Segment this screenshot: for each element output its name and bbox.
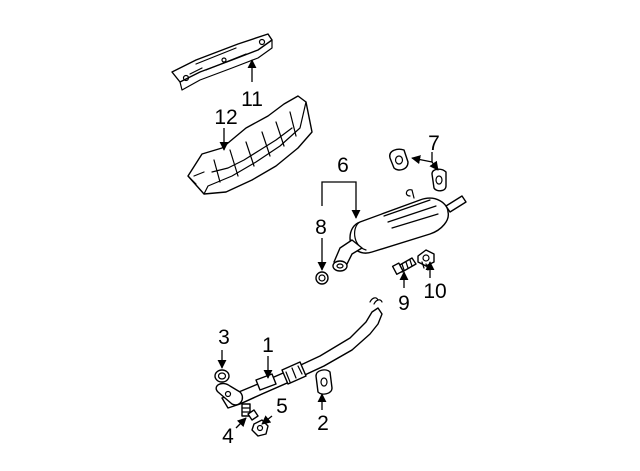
- upper-heat-shield: [171, 33, 273, 91]
- callout-8: 8: [315, 216, 327, 239]
- callout-labels: 11 12 7 6 8 9 10 1 2 3 4 5: [214, 88, 446, 448]
- callout-9: 9: [398, 292, 410, 315]
- leader-7b: [429, 160, 439, 171]
- callout-11: 11: [241, 88, 263, 111]
- callout-1: 1: [262, 334, 274, 357]
- leader-5: [261, 415, 273, 425]
- callout-3: 3: [218, 326, 230, 349]
- leader-4: [235, 417, 247, 429]
- callout-7: 7: [428, 132, 440, 155]
- callout-4: 4: [222, 425, 234, 448]
- muffler-hanger-right: [431, 168, 447, 192]
- callout-6: 6: [337, 154, 349, 177]
- pipe-hanger: [315, 369, 333, 395]
- lower-heat-shield: [187, 95, 313, 195]
- spring-nut: [417, 249, 435, 271]
- muffler-gasket: [315, 271, 329, 285]
- front-pipe-bolt: [241, 403, 251, 417]
- leader-lines: [217, 59, 439, 429]
- muffler-hanger-left: [389, 148, 409, 171]
- front-pipe-gasket: [214, 369, 230, 383]
- callout-2: 2: [317, 412, 329, 435]
- leader-6a: [321, 181, 342, 206]
- callout-10: 10: [423, 280, 446, 303]
- front-pipe-nut: [247, 409, 269, 437]
- front-exhaust-pipe: [215, 297, 383, 409]
- callout-5: 5: [276, 395, 288, 418]
- callout-12: 12: [214, 106, 237, 129]
- leader-6b: [342, 181, 361, 219]
- flange-bolt: [391, 257, 417, 275]
- muffler-assembly: [332, 189, 467, 272]
